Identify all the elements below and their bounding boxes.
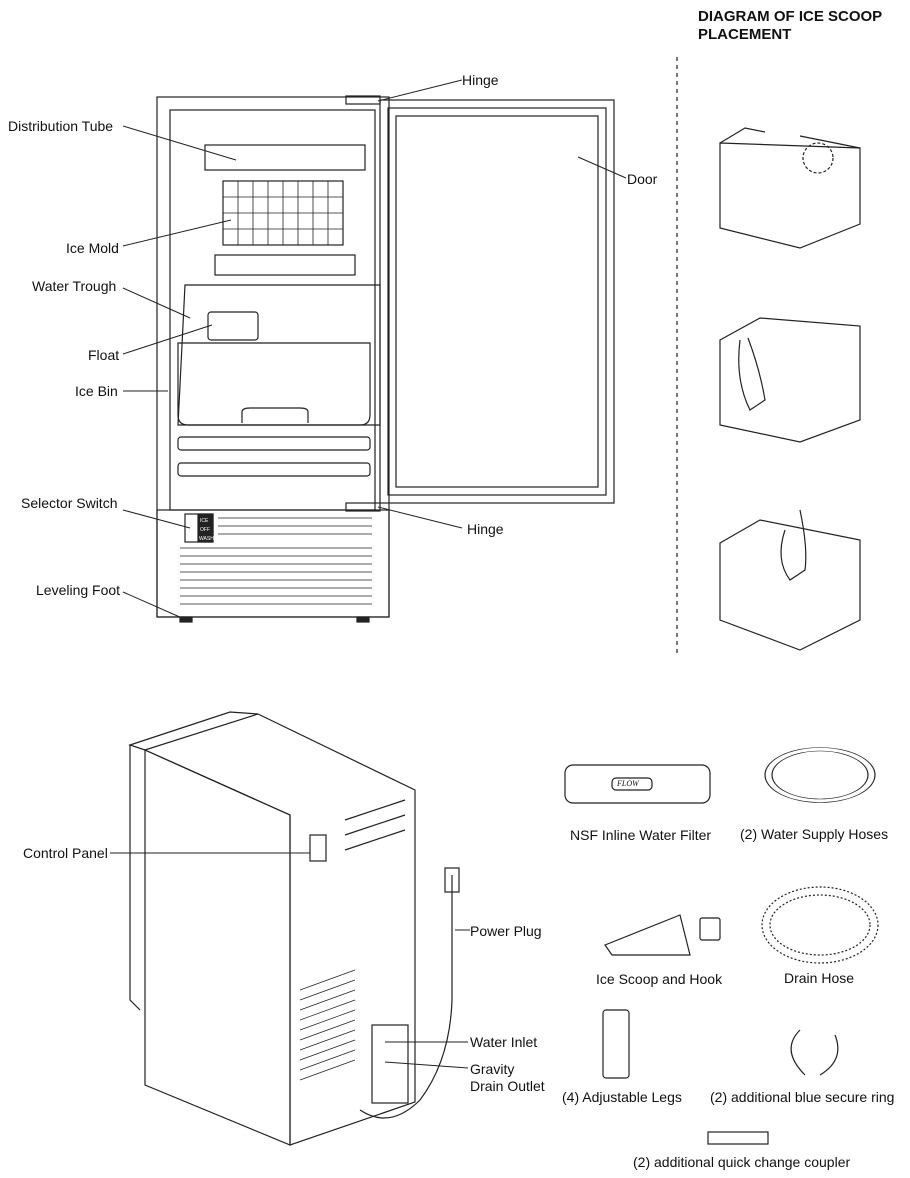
- label-scoop: Ice Scoop and Hook: [596, 971, 723, 987]
- accessories-artwork: [564, 747, 879, 1145]
- label-filter: NSF Inline Water Filter: [570, 827, 712, 843]
- door: [379, 99, 615, 504]
- label-coupler: (2) additional quick change coupler: [633, 1154, 851, 1170]
- label-drain-hose: Drain Hose: [784, 970, 855, 986]
- hook: [699, 917, 721, 941]
- label-door: Door: [627, 171, 658, 187]
- power-cord: [359, 875, 453, 1119]
- drain-hose: [761, 886, 879, 964]
- rear-view-ice-maker: [110, 711, 470, 1146]
- label-distribution-tube: Distribution Tube: [8, 118, 114, 134]
- scoop-diagram-title: DIAGRAM OF ICE SCOOP PLACEMENT: [698, 8, 882, 43]
- water-supply-hoses: [764, 747, 876, 803]
- label-control-panel: Control Panel: [23, 845, 108, 861]
- secure-ring: [790, 1029, 839, 1076]
- label-leveling-foot: Leveling Foot: [36, 582, 121, 598]
- leveling-foot: [179, 616, 193, 623]
- label-ice-mold: Ice Mold: [66, 240, 119, 256]
- ice-scoop: [604, 914, 691, 956]
- ice-bin-scoop-views: [719, 127, 861, 651]
- label-legs: (4) Adjustable Legs: [562, 1089, 682, 1105]
- filter-flow-text: FLOW: [617, 779, 639, 788]
- adjustable-leg: [602, 1009, 630, 1079]
- label-gravity: Gravity: [470, 1061, 515, 1077]
- label-ring: (2) additional blue secure ring: [710, 1089, 895, 1105]
- label-hinge-top: Hinge: [462, 72, 499, 88]
- front-view-ice-maker: ICE OFF WASH: [122, 79, 627, 623]
- label-selector-switch: Selector Switch: [21, 495, 118, 511]
- label-hinge-bottom: Hinge: [467, 521, 504, 537]
- label-water-inlet: Water Inlet: [470, 1034, 538, 1050]
- coupler: [707, 1131, 769, 1145]
- water-filter: [564, 764, 711, 804]
- svg-text:OFF: OFF: [200, 527, 210, 533]
- power-plug: [444, 867, 460, 893]
- label-drain-outlet: Drain Outlet: [470, 1078, 545, 1094]
- svg-text:ICE: ICE: [200, 518, 209, 524]
- label-power-plug: Power Plug: [470, 923, 542, 939]
- label-ice-bin: Ice Bin: [75, 383, 118, 399]
- svg-text:WASH: WASH: [199, 536, 214, 542]
- label-hoses: (2) Water Supply Hoses: [740, 826, 889, 842]
- label-water-trough: Water Trough: [32, 278, 117, 294]
- control-panel: [309, 834, 327, 862]
- label-float: Float: [88, 347, 120, 363]
